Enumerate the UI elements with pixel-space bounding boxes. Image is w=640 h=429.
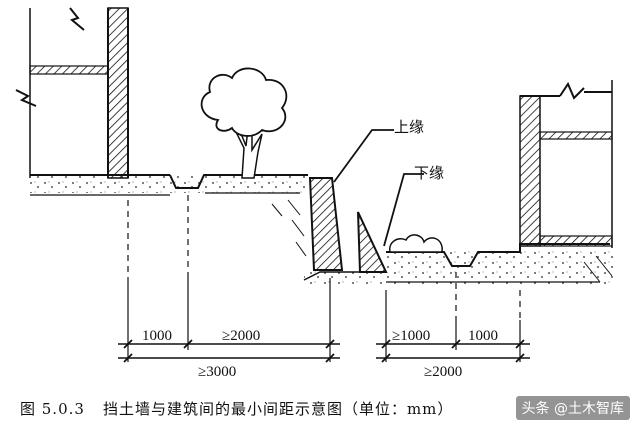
right-building — [519, 80, 613, 248]
lower-slope-wedge — [357, 211, 388, 273]
retaining-wall — [308, 177, 344, 271]
shrub-icon — [389, 234, 443, 253]
upper-edge-annotation: 上缘 — [333, 118, 424, 183]
right-ground — [303, 243, 618, 286]
dim-left-total: ≥3000 — [198, 364, 236, 380]
dimension-system — [118, 195, 530, 363]
left-building — [15, 7, 129, 179]
dim-right-clear: ≥1000 — [392, 328, 430, 344]
dim-left-clear: ≥2000 — [222, 328, 260, 344]
left-ground — [30, 174, 308, 257]
tree-icon — [200, 67, 288, 179]
figure-caption: 图 5.0.3 挡土墙与建筑间的最小间距示意图（单位：mm） — [20, 398, 471, 419]
dim-right-gap: 1000 — [468, 328, 498, 344]
dim-left-gap: 1000 — [142, 328, 172, 344]
lower-edge-annotation: 下缘 — [383, 164, 444, 247]
watermark: 头条 @土木智库 — [515, 396, 630, 420]
lower-edge-label: 下缘 — [414, 164, 444, 182]
dim-right-total: ≥2000 — [424, 364, 462, 380]
figure-number: 图 5.0.3 — [20, 400, 85, 418]
figure-title: 挡土墙与建筑间的最小间距示意图（单位：mm） — [102, 400, 454, 418]
upper-edge-label: 上缘 — [394, 118, 424, 136]
